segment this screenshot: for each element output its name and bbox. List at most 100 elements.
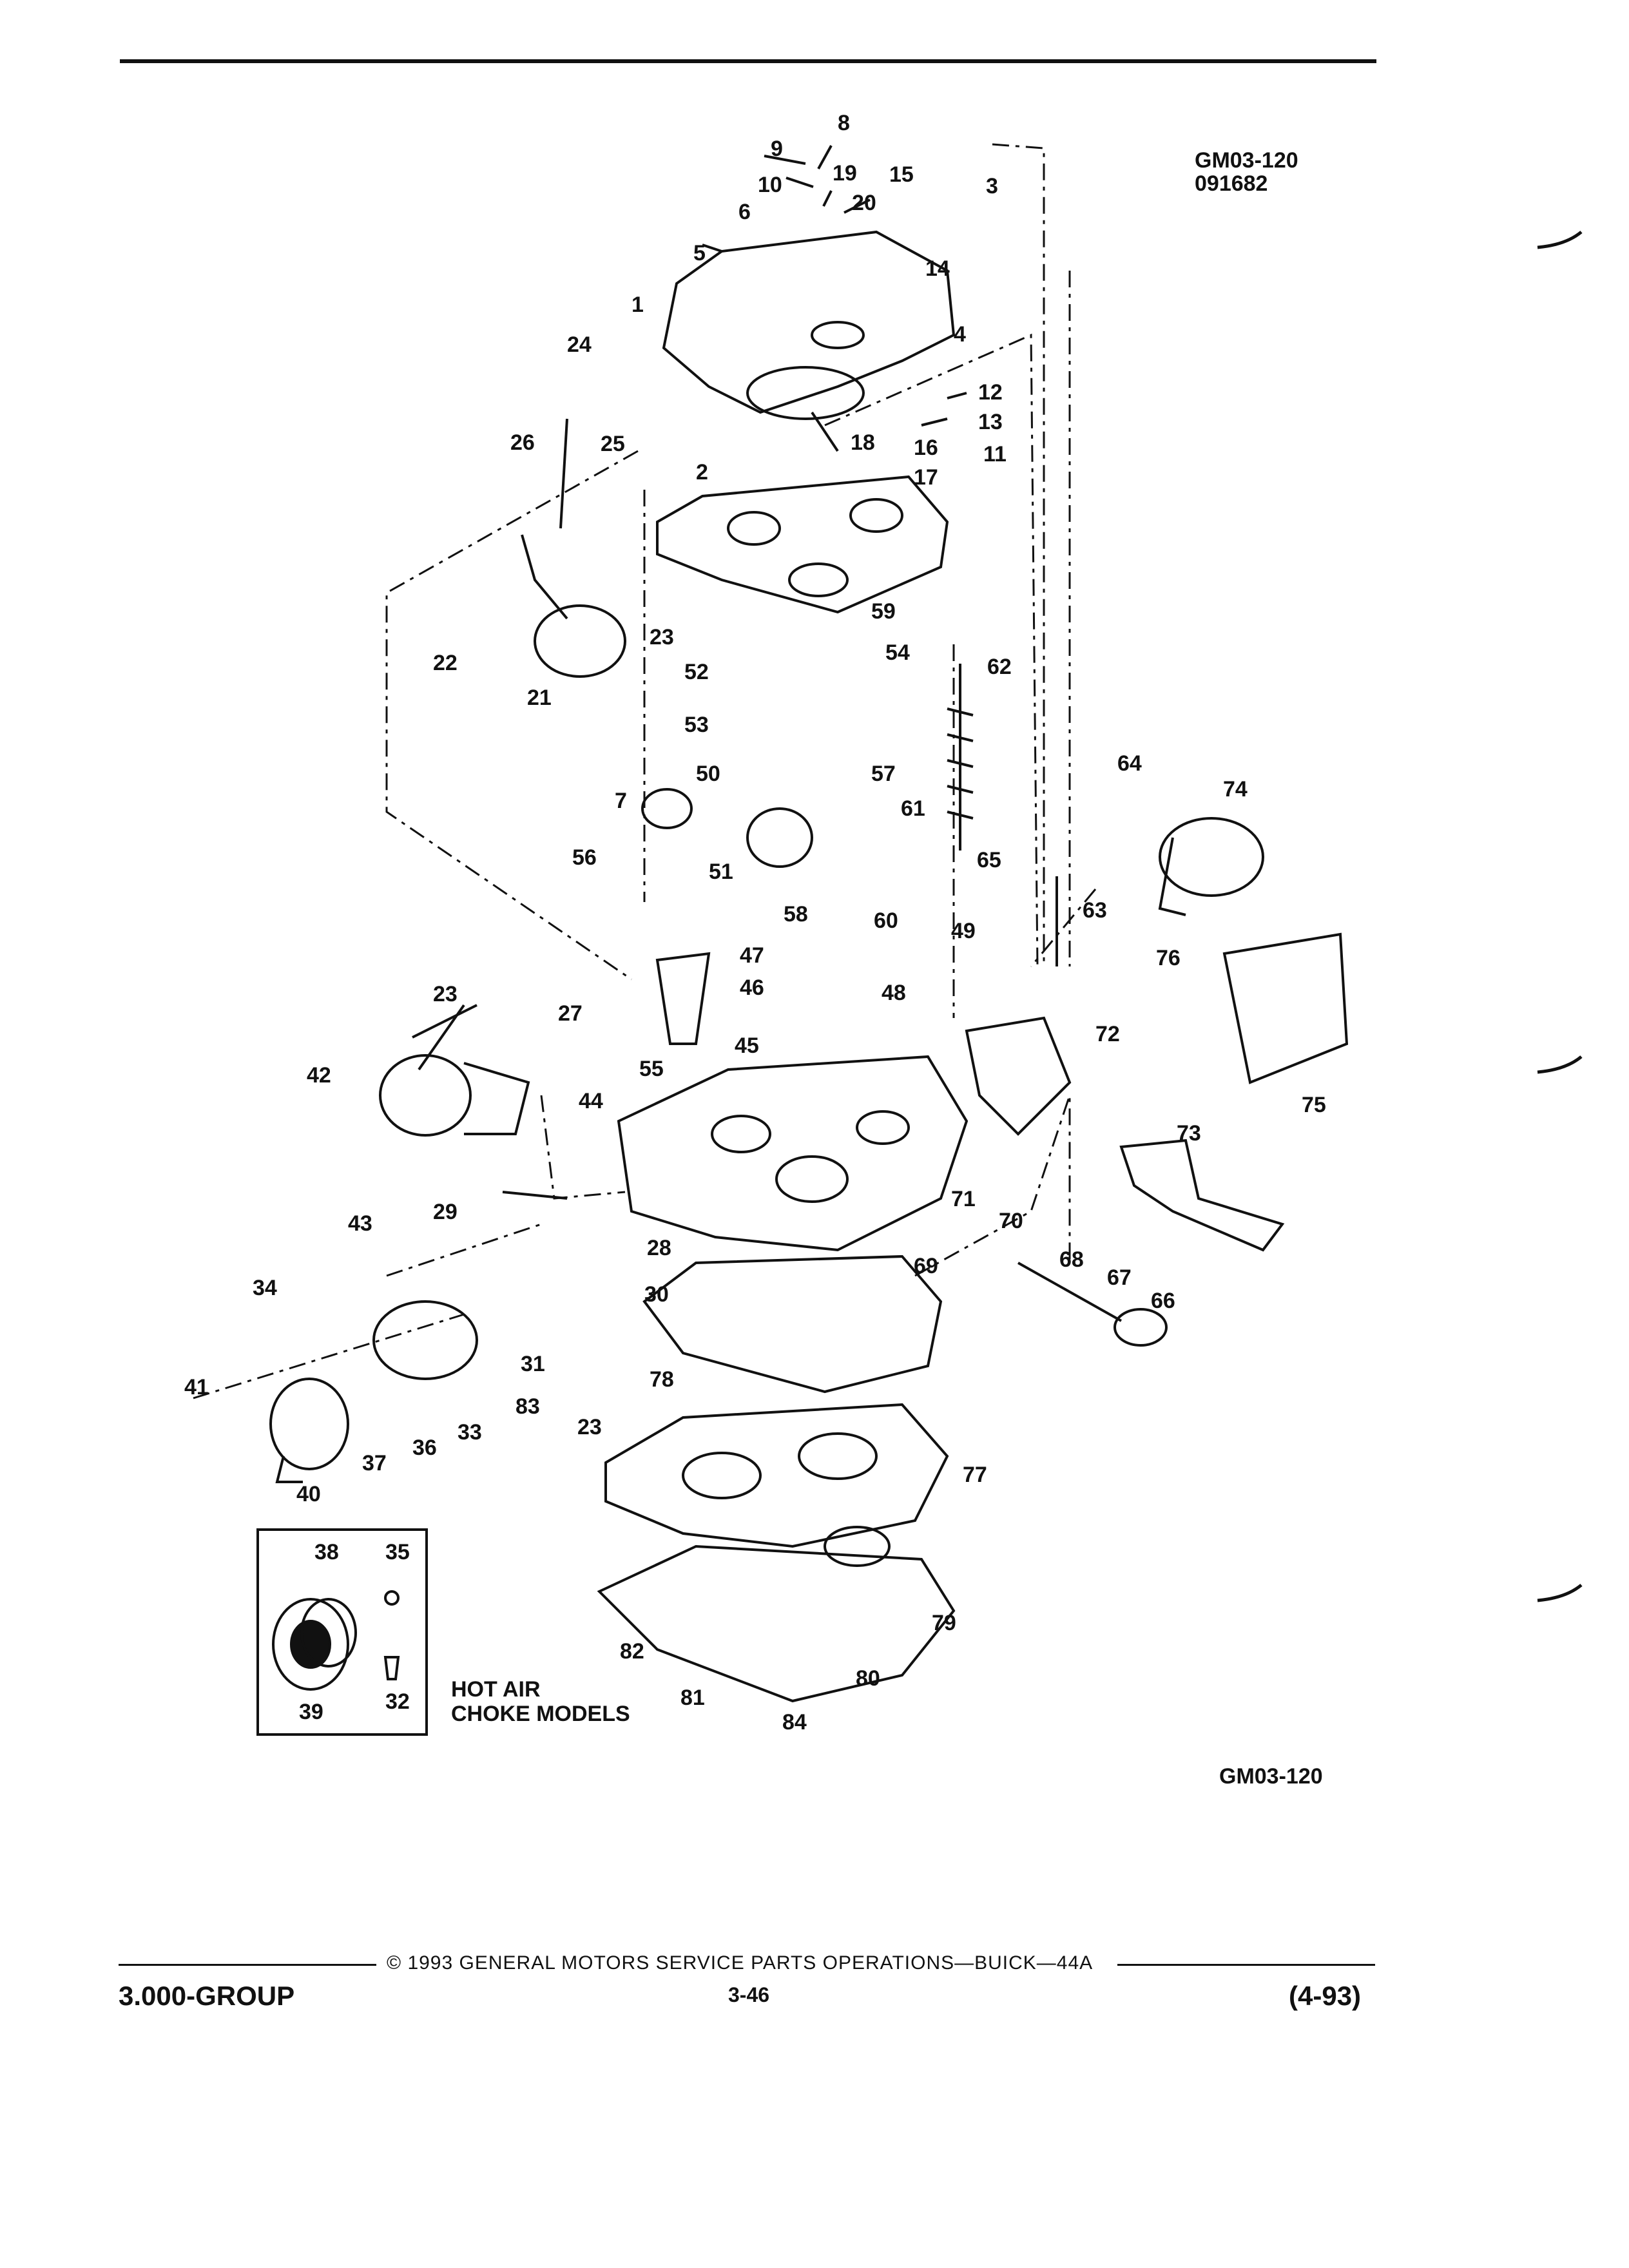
callout-35: 35 — [385, 1540, 410, 1564]
callout-49: 49 — [951, 919, 976, 943]
inset-caption: HOT AIR CHOKE MODELS — [451, 1677, 630, 1726]
callout-28: 28 — [647, 1236, 671, 1260]
callout-70: 70 — [999, 1209, 1023, 1233]
callout-71: 71 — [951, 1187, 976, 1211]
callout-37: 37 — [362, 1451, 387, 1475]
callout-46: 46 — [740, 975, 764, 1000]
callout-51: 51 — [709, 860, 733, 884]
callout-43: 43 — [348, 1211, 372, 1236]
callout-17: 17 — [914, 465, 938, 490]
gasket-shape — [656, 475, 949, 614]
callout-12: 12 — [978, 380, 1003, 405]
callout-47: 47 — [740, 943, 764, 968]
callout-31: 31 — [521, 1352, 545, 1376]
callout-38: 38 — [314, 1540, 339, 1564]
callout-59: 59 — [871, 599, 896, 624]
callout-58: 58 — [784, 902, 808, 927]
callout-84: 84 — [782, 1710, 807, 1735]
callout-52: 52 — [684, 660, 709, 684]
callout-57: 57 — [871, 762, 896, 786]
solenoid-shape — [1222, 932, 1349, 1084]
callout-18: 18 — [851, 430, 875, 455]
inset-caption-line2: CHOKE MODELS — [451, 1702, 630, 1726]
callout-23b: 23 — [433, 982, 458, 1006]
binding-mark — [1537, 1055, 1583, 1074]
callout-29: 29 — [433, 1200, 458, 1224]
callout-79: 79 — [932, 1611, 956, 1635]
callout-34: 34 — [253, 1276, 277, 1300]
callout-25: 25 — [601, 432, 625, 456]
bottom-diagram-code: GM03-120 — [1219, 1764, 1323, 1789]
footer-rule-right — [1117, 1964, 1375, 1966]
throttle-body-shape — [604, 1403, 949, 1548]
callout-14: 14 — [925, 256, 950, 281]
callout-80: 80 — [856, 1666, 880, 1691]
footer-rule-left — [119, 1964, 376, 1966]
callout-73: 73 — [1177, 1121, 1201, 1146]
callout-16: 16 — [914, 436, 938, 460]
callout-69: 69 — [914, 1254, 938, 1278]
callout-39: 39 — [299, 1700, 323, 1724]
top-rule — [120, 59, 1376, 63]
callout-9: 9 — [771, 137, 783, 161]
callout-15: 15 — [889, 162, 914, 187]
inset-caption-line1: HOT AIR — [451, 1677, 541, 1702]
callout-22: 22 — [433, 651, 458, 675]
callout-81: 81 — [680, 1686, 705, 1710]
callout-42: 42 — [307, 1063, 331, 1088]
callout-54: 54 — [885, 640, 910, 665]
callout-60: 60 — [874, 908, 898, 933]
footer-copyright: © 1993 GENERAL MOTORS SERVICE PARTS OPER… — [387, 1952, 1094, 1974]
callout-27: 27 — [558, 1001, 583, 1026]
callout-78: 78 — [650, 1367, 674, 1392]
callout-19: 19 — [833, 161, 857, 186]
callout-83: 83 — [516, 1394, 540, 1419]
callout-65: 65 — [977, 848, 1001, 872]
callout-72: 72 — [1095, 1022, 1120, 1046]
callout-55: 55 — [639, 1057, 664, 1081]
callout-20: 20 — [852, 191, 876, 215]
callout-13: 13 — [978, 410, 1003, 434]
footer-date: (4-93) — [1289, 1981, 1362, 2011]
callout-63: 63 — [1083, 898, 1107, 923]
callout-2: 2 — [696, 460, 708, 485]
callout-23a: 23 — [650, 625, 674, 649]
callout-21: 21 — [527, 686, 552, 710]
callout-41: 41 — [184, 1375, 209, 1399]
float-bowl-shape — [617, 1055, 969, 1252]
callout-64: 64 — [1117, 751, 1142, 776]
callout-66: 66 — [1151, 1289, 1175, 1313]
callout-24: 24 — [567, 332, 592, 357]
footer-page-number: 3-46 — [728, 1983, 770, 2006]
diagram-code: GM03-120 — [1195, 148, 1298, 173]
callout-30: 30 — [644, 1282, 669, 1307]
callout-62: 62 — [987, 655, 1012, 679]
callout-44: 44 — [579, 1089, 603, 1113]
callout-61: 61 — [901, 796, 925, 821]
callout-67: 67 — [1107, 1265, 1132, 1290]
callout-76: 76 — [1156, 946, 1181, 970]
callout-7: 7 — [615, 789, 627, 813]
hot-air-choke-inset: 38 35 39 32 — [256, 1528, 428, 1736]
callout-75: 75 — [1302, 1093, 1326, 1117]
callout-8: 8 — [838, 111, 850, 135]
callout-82: 82 — [620, 1639, 644, 1664]
footer-group: 3.000-GROUP — [119, 1981, 295, 2011]
callout-50: 50 — [696, 762, 720, 786]
callout-23c: 23 — [577, 1415, 602, 1439]
callout-77: 77 — [963, 1463, 987, 1487]
callout-26: 26 — [510, 430, 535, 455]
binding-mark — [1537, 231, 1583, 249]
inset-parts: 38 35 39 32 — [272, 1540, 410, 1724]
callout-45: 45 — [735, 1033, 759, 1058]
callout-53: 53 — [684, 713, 709, 737]
callout-4: 4 — [954, 322, 966, 347]
binding-mark — [1537, 1584, 1583, 1602]
callout-36: 36 — [412, 1436, 437, 1460]
callout-3: 3 — [986, 174, 998, 198]
callout-33: 33 — [458, 1420, 482, 1445]
air-horn-shape — [662, 230, 956, 414]
callout-6: 6 — [738, 200, 751, 224]
callout-11: 11 — [983, 442, 1007, 466]
